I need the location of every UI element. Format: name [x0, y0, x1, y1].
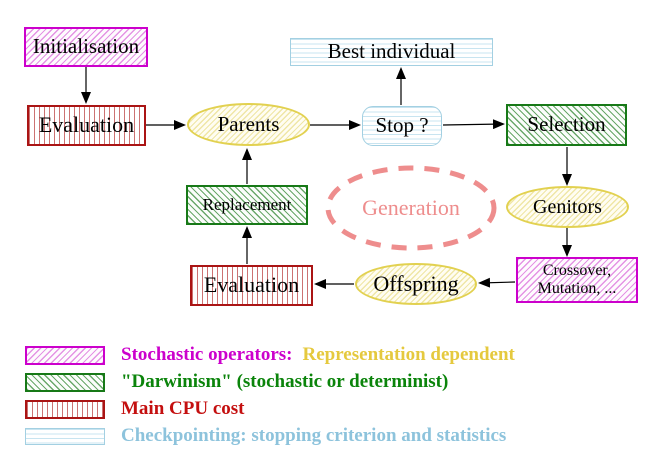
node-genitors-label: Genitors: [533, 196, 602, 218]
legend-label-darwinism: "Darwinism" (stochastic or determinist): [121, 371, 449, 392]
node-parents-label: Parents: [217, 111, 280, 136]
legend-label-stochastic-operators: Stochastic operators:: [121, 344, 293, 365]
node-evaluation-bottom: Evaluation: [190, 265, 313, 306]
node-initialisation-label: Initialisation: [32, 34, 140, 59]
legend-row-cpu-cost: Main CPU cost: [25, 398, 244, 420]
node-evaluation-top-label: Evaluation: [38, 112, 135, 138]
legend-row-darwinism: "Darwinism" (stochastic or determinist): [25, 371, 448, 393]
legend-row-stochastic-operators: Stochastic operators: Representation dep…: [25, 344, 515, 366]
node-best-individual: Best individual: [290, 38, 493, 66]
node-parents: Parents: [187, 103, 310, 146]
legend-label-cpu-cost: Main CPU cost: [121, 398, 245, 419]
node-best-individual-label: Best individual: [327, 39, 456, 64]
legend-row-checkpointing: Checkpointing: stopping criterion and st…: [25, 425, 506, 447]
node-replacement-label: Replacement: [202, 194, 292, 214]
node-offspring-label: Offspring: [373, 270, 459, 296]
node-selection-label: Selection: [527, 112, 606, 137]
legend-swatch-magenta-hatch: [25, 345, 105, 365]
legend-label-checkpointing: Checkpointing: stopping criterion and st…: [121, 425, 507, 446]
node-evaluation-bottom-label: Evaluation: [203, 272, 300, 298]
node-initialisation: Initialisation: [24, 27, 148, 67]
node-stop-label: Stop ?: [375, 113, 429, 138]
node-stop: Stop ?: [362, 106, 442, 146]
node-generation-label: Generation: [328, 194, 494, 222]
node-crossover-label-line2: Mutation, ...: [537, 280, 617, 297]
node-replacement: Replacement: [186, 185, 308, 225]
legend-swatch-cyan-stripes: [25, 427, 105, 445]
node-evaluation-top: Evaluation: [27, 105, 146, 146]
node-offspring: Offspring: [355, 263, 477, 305]
arrow-stop-to-selection: [442, 119, 505, 130]
node-selection: Selection: [506, 104, 627, 146]
legend-label-representation-dependent: Representation dependent: [302, 344, 515, 365]
generation-text: Generation: [362, 194, 460, 220]
legend-swatch-green-hatch: [25, 372, 105, 392]
node-crossover-mutation: Crossover, Mutation, ...: [516, 257, 638, 303]
node-crossover-label-line1: Crossover,: [542, 262, 612, 280]
legend-swatch-red-stripes: [25, 399, 105, 419]
node-genitors: Genitors: [506, 186, 629, 228]
arrow-crossover-to-offspring: [478, 277, 516, 288]
